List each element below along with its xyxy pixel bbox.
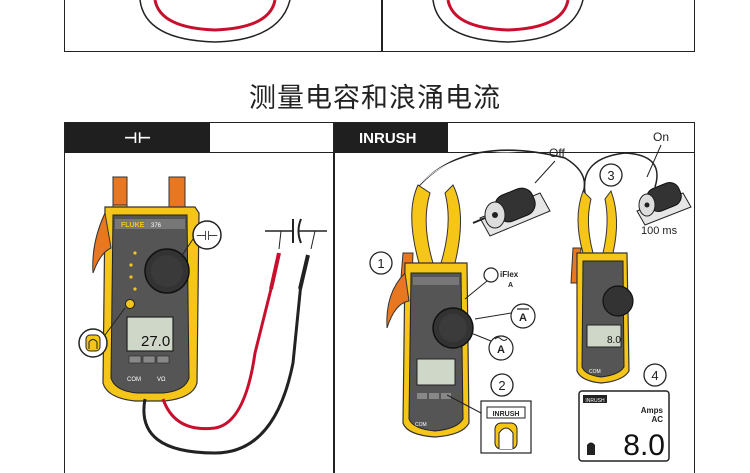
step-2-number: 2: [498, 378, 505, 393]
capacitance-illustration: FLUKE 376 27.0 COM VΩ: [78, 176, 327, 455]
iflex-icon: [483, 267, 499, 283]
ac-amps-label: A: [497, 344, 505, 356]
iflex-a-label: A: [508, 282, 513, 289]
step-3-badge: [599, 163, 623, 187]
top-left-panel: [64, 0, 382, 52]
on-label: On: [653, 130, 669, 144]
inrush-meter-large: COM: [386, 184, 474, 438]
step-4-number: 4: [651, 368, 658, 383]
dc-amps-callout: [510, 303, 536, 329]
small-meter-com-label: COM: [589, 369, 601, 375]
inrush-button-label: INRUSH: [493, 411, 520, 418]
v-port-label: VΩ: [157, 377, 166, 383]
inrush-panel: INRUSH Off 1: [334, 122, 695, 473]
small-meter-reading: 8.0: [607, 335, 621, 346]
meter-brand: FLUKE: [121, 222, 145, 229]
top-right-illustration: [432, 0, 584, 43]
zoomed-lcd-reading: 8.0: [623, 429, 665, 462]
zoomed-lcd: INRUSH Amps AC 8.0: [578, 390, 670, 462]
tab-underline-right: [335, 123, 694, 153]
off-label: Off: [549, 146, 565, 160]
zoomed-lcd-ac: AC: [651, 415, 663, 424]
motor-off: [472, 187, 551, 237]
zoomed-lcd-unit: Amps: [641, 406, 664, 415]
step-3-number: 3: [607, 168, 614, 183]
time-label: 100 ms: [641, 225, 678, 237]
meter-model: 376: [151, 223, 162, 229]
capacitance-panel: ⊣⊢ FLUKE 376 27.0 COM VΩ: [64, 122, 334, 473]
capacitor-mode-icon: ⊣⊢: [196, 228, 219, 243]
inrush-button-callout: INRUSH: [446, 394, 532, 454]
com-port-label: COM: [127, 377, 141, 383]
inrush-meter-small: 8.0 COM: [570, 189, 634, 384]
zoomed-lcd-mode: INRUSH: [585, 398, 605, 404]
iflex-label: iFlex: [500, 270, 519, 279]
step-1-number: 1: [377, 256, 384, 271]
dial-callout: [192, 220, 222, 250]
page-title: 测量电容和浪涌电流: [249, 83, 501, 114]
motor-on: [636, 182, 692, 226]
step-4-badge: [643, 363, 667, 387]
hold-button: [125, 299, 135, 309]
step-1-badge: [369, 251, 393, 275]
ac-amps-callout: [488, 335, 514, 361]
capacitor-symbol: [265, 218, 327, 250]
inrush-illustration: Off 1 COM: [369, 130, 692, 462]
meter-brand-bar: [115, 219, 185, 229]
step-2-badge: [490, 373, 514, 397]
top-right-panel: [382, 0, 695, 52]
capacitor-icon: ⊣⊢: [123, 130, 152, 147]
inrush-tab: INRUSH: [335, 123, 448, 153]
large-meter-com-label: COM: [415, 422, 427, 428]
lcd-display: [126, 316, 174, 352]
lcd-reading: 27.0: [141, 333, 170, 350]
top-left-illustration: [139, 0, 291, 43]
capacitance-tab: ⊣⊢: [65, 123, 210, 153]
dc-amps-label: A: [519, 312, 527, 324]
inrush-tab-label: INRUSH: [359, 129, 417, 147]
